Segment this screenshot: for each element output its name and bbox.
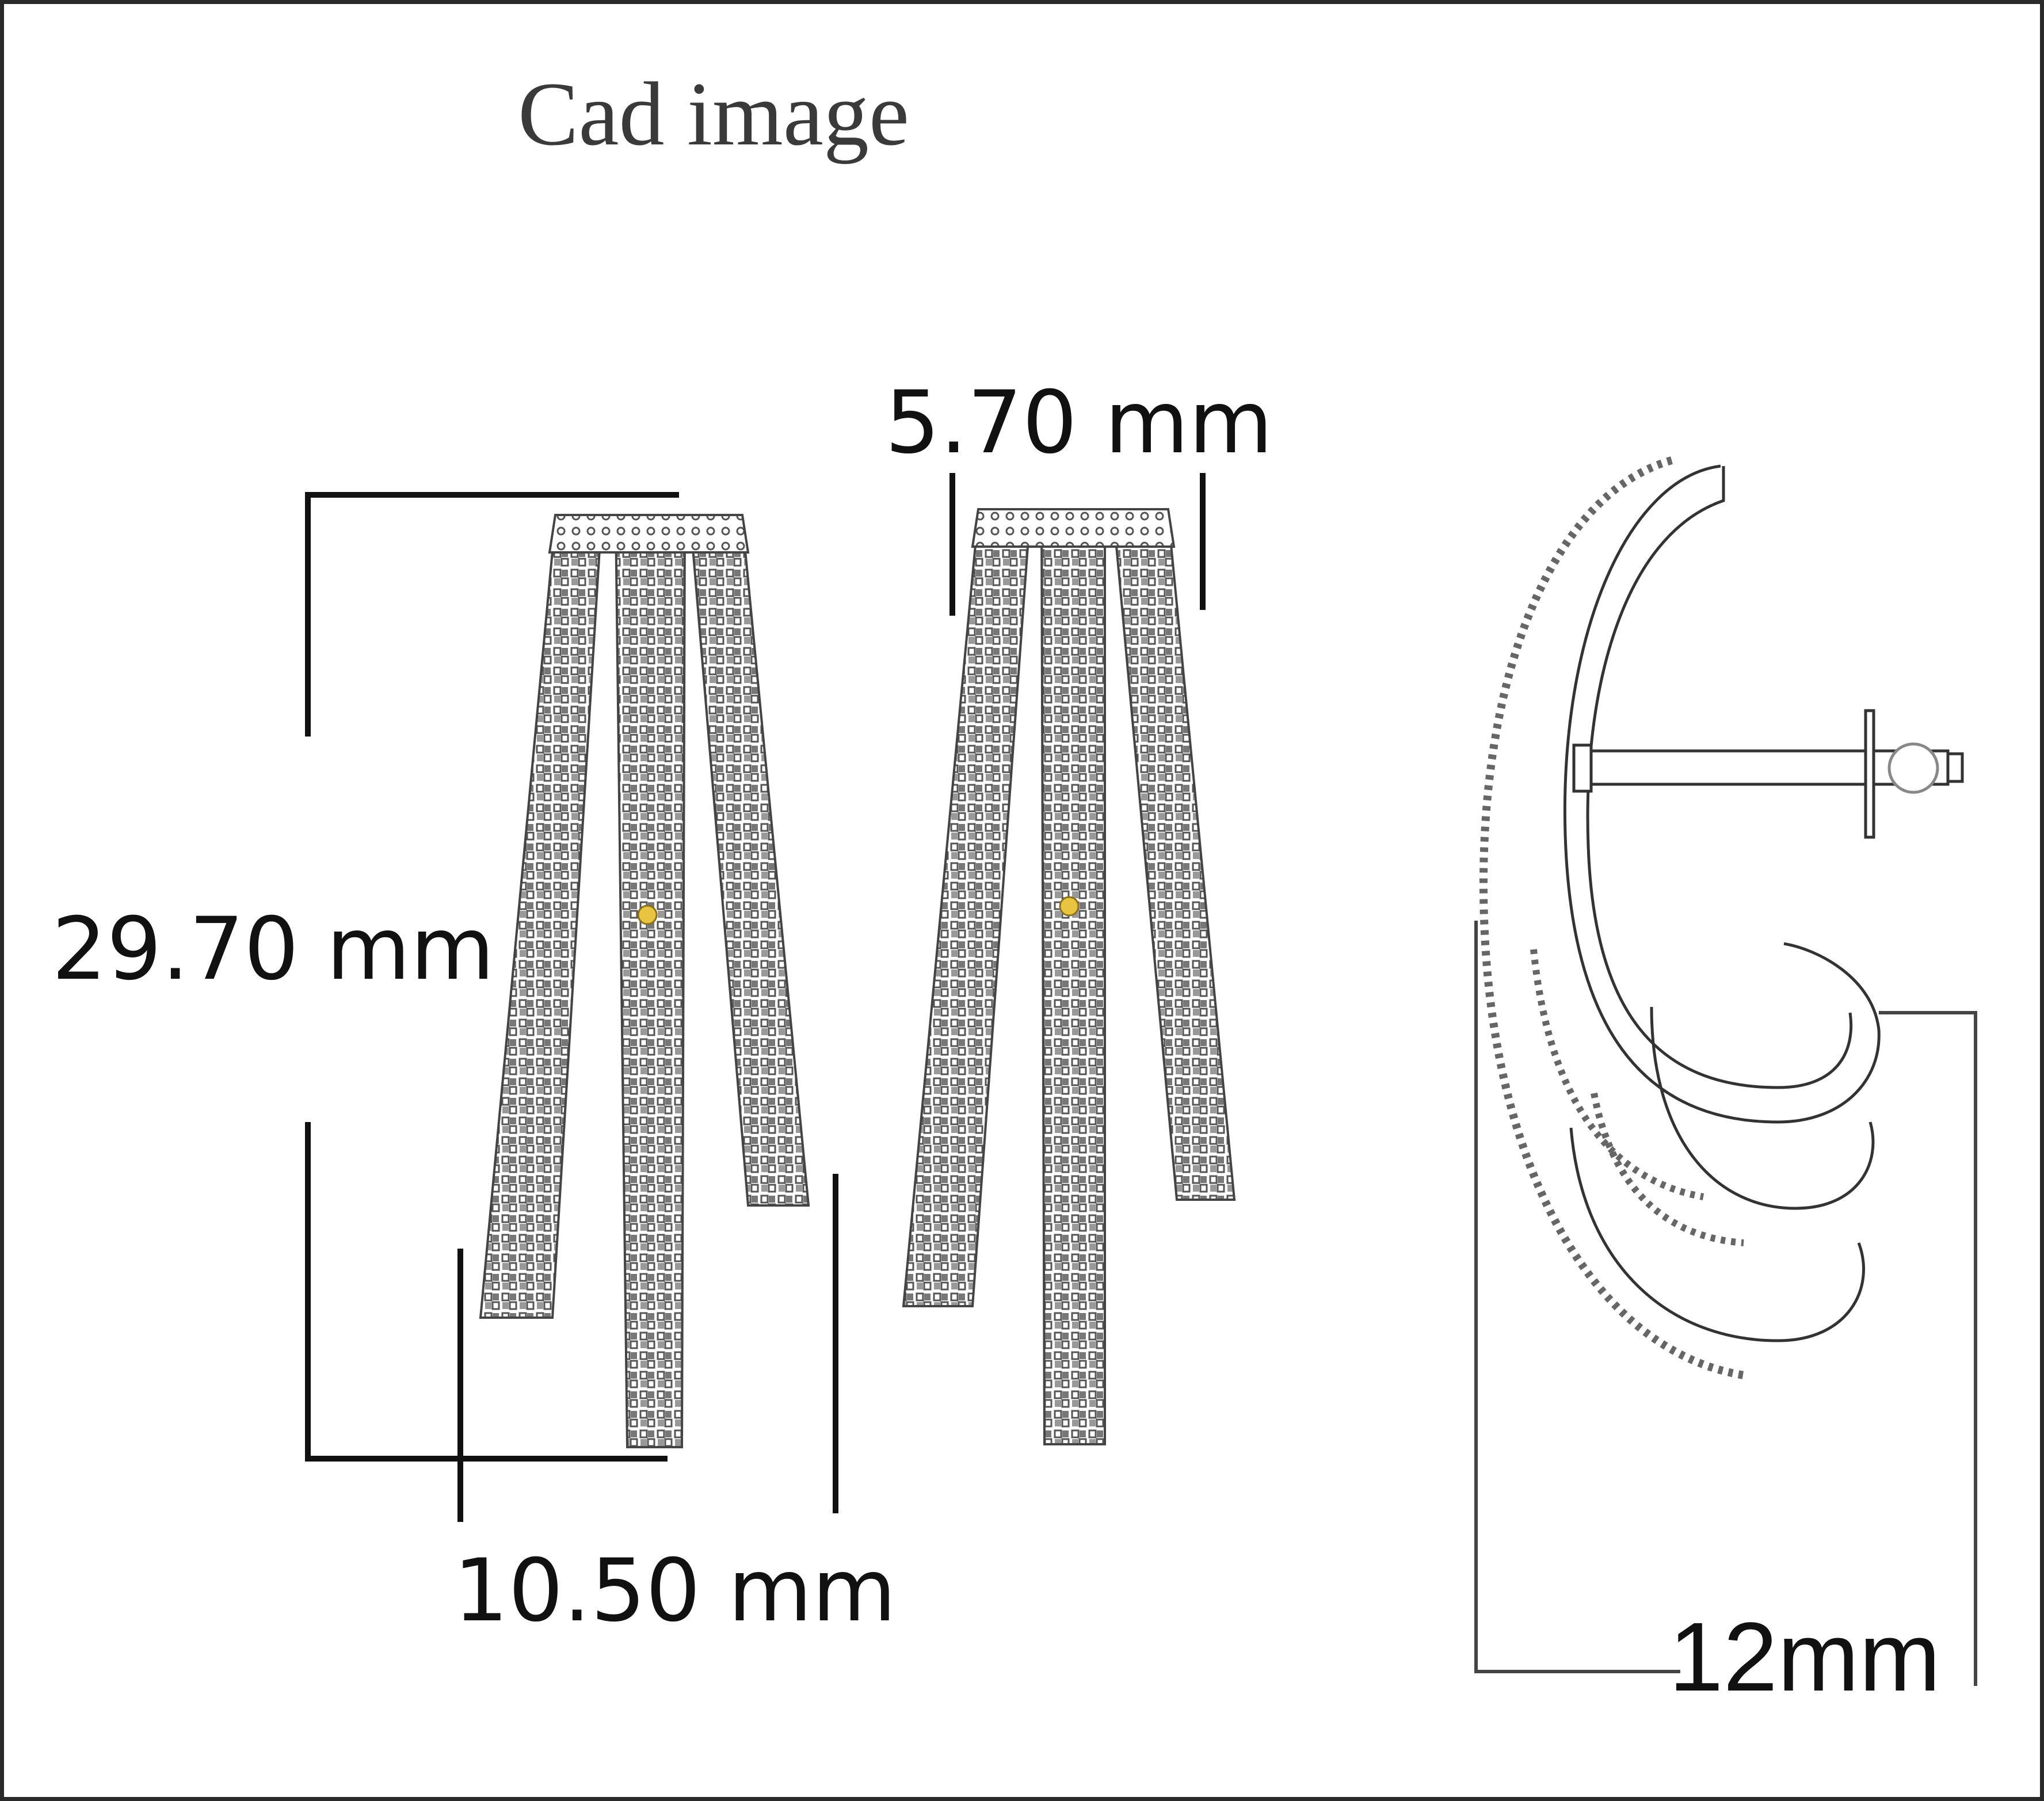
right-earring-right-prong — [1112, 514, 1236, 1201]
right-earring-center-prong — [1040, 514, 1106, 1445]
left-earring-right-prong — [689, 520, 810, 1207]
height-dimension-label: 29.70 mm — [52, 899, 495, 999]
right-earring-center-stone — [1059, 896, 1080, 917]
side-view-post-end — [1946, 752, 1964, 783]
side-view-post-stub — [1572, 743, 1593, 793]
top-width-dimension-label: 5.70 mm — [885, 373, 1273, 473]
height-dimension-bottom — [305, 1122, 668, 1462]
left-earring-center-prong — [614, 520, 687, 1448]
right-earring-front-view — [902, 508, 1236, 1445]
left-earring-top-band — [548, 514, 750, 554]
earring-side-view — [1479, 456, 1964, 1379]
diagram-title: Cad image — [518, 64, 910, 165]
side-view-stone-row-inner — [1530, 949, 1704, 1200]
bottom-width-dimension-label: 10.50 mm — [453, 1541, 897, 1641]
height-dimension-top — [305, 492, 679, 737]
right-earring-left-prong — [902, 514, 1032, 1307]
side-depth-dimension-label: 12mm — [1669, 1602, 1941, 1712]
left-earring-left-prong — [479, 520, 603, 1319]
right-earring-top-band — [971, 508, 1176, 548]
left-earring-front-view — [479, 514, 810, 1448]
side-view-clutch-disc — [1864, 709, 1875, 839]
dimension-lines — [305, 473, 1206, 1522]
left-earring-center-stone — [637, 905, 658, 925]
side-view-stone-row-outer — [1479, 456, 1745, 1379]
side-dimension-lines — [1474, 921, 1977, 1686]
side-view-clutch-ring — [1887, 742, 1939, 794]
